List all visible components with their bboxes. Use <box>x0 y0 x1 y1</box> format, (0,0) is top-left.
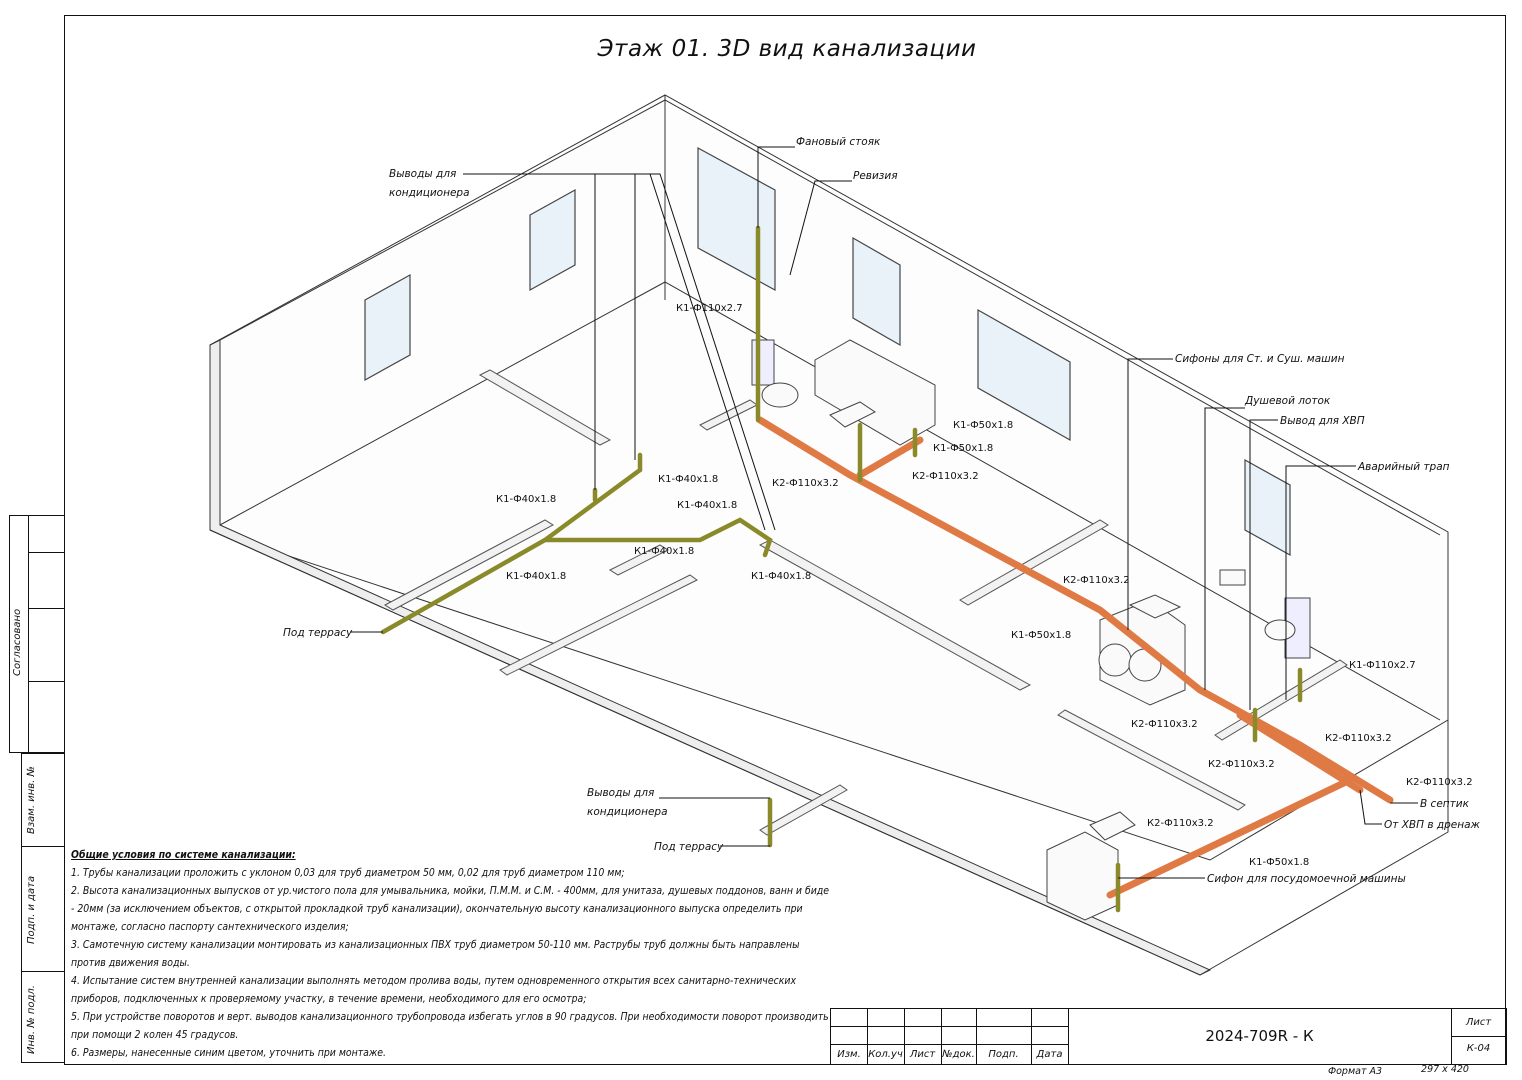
pipe-label: К1-Ф50х1.8 <box>1011 630 1071 641</box>
tb-size: 297 х 420 <box>1421 1064 1469 1075</box>
pipe-label: К1-Ф110х2.7 <box>676 303 743 314</box>
pipe-label: К1-Ф50х1.8 <box>953 420 1013 431</box>
tb-col-doc: №док. <box>942 1049 975 1060</box>
note-item: 5. При устройстве поворотов и верт. выво… <box>71 1011 829 1041</box>
k2-pipes <box>756 416 1394 899</box>
note-item: 6. Размеры, нанесенные синим цветом, уто… <box>71 1047 387 1059</box>
label-under-terrace-1: Под террасу <box>283 627 353 639</box>
stamp-sign-date: Подп. и дата <box>26 875 37 944</box>
tb-sheet-label: Лист <box>1465 1017 1492 1028</box>
side-stamp-agreed: Согласовано <box>9 515 65 753</box>
tb-col-izm: Изм. <box>837 1049 861 1060</box>
note-item: 1. Трубы канализации проложить с уклоном… <box>71 867 625 879</box>
label-dishwasher-siphon: Сифон для посудомоечной машины <box>1207 873 1406 885</box>
label-washer-siphons: Сифоны для Ст. и Суш. машин <box>1175 353 1345 365</box>
stamp-agreed-label: Согласовано <box>12 608 23 676</box>
partitions <box>384 369 1348 836</box>
general-notes: Общие условия по системе канализации: 1.… <box>71 846 831 1062</box>
label-emergency-drain: Аварийный трап <box>1357 461 1450 473</box>
label-under-terrace-2: Под террасу <box>654 841 724 853</box>
label-ac-bottom-1: Выводы для <box>587 787 654 799</box>
pipe-label: К2-Ф110х3.2 <box>1325 733 1392 744</box>
pipe-label: К1-Ф40х1.8 <box>658 474 718 485</box>
pipe-label: К1-Ф110х2.7 <box>1349 660 1416 671</box>
side-stamp-bottom: Взам. инв. № Подп. и дата Инв. № подл. <box>21 753 65 1063</box>
label-ac-bottom-2: кондиционера <box>587 806 668 818</box>
pipe-label: К2-Ф110х3.2 <box>1406 777 1473 788</box>
label-ac-top-2: кондиционера <box>389 187 470 199</box>
pipe-label: К2-Ф110х3.2 <box>772 478 839 489</box>
pipe-label: К1-Ф40х1.8 <box>496 494 556 505</box>
page-title: Этаж 01. 3D вид канализации <box>597 36 977 62</box>
label-ac-top-1: Выводы для <box>389 168 456 180</box>
title-block: Изм. Кол.уч Лист №док. Подп. Дата 2024-7… <box>830 1008 1507 1065</box>
stamp-inv-orig: Инв. № подл. <box>26 985 37 1054</box>
note-item: 2. Высота канализационных выпусков от ур… <box>71 885 830 933</box>
notes-heading: Общие условия по системе канализации: <box>71 849 296 861</box>
tb-col-date: Дата <box>1036 1049 1063 1060</box>
drawing-labels: Фановый стояк Ревизия Выводы для кондици… <box>283 136 1481 885</box>
pipe-label: К2-Ф110х3.2 <box>1208 759 1275 770</box>
pipe-label: К2-Ф110х3.2 <box>1147 818 1214 829</box>
label-from-hvp: От ХВП в дренаж <box>1384 819 1481 831</box>
pipe-label: К1-Ф50х1.8 <box>933 443 993 454</box>
pipe-label: К2-Ф110х3.2 <box>912 471 979 482</box>
tb-col-kol: Кол.уч <box>868 1049 903 1060</box>
label-fan-riser: Фановый стояк <box>796 136 881 148</box>
pipe-label: К1-Ф40х1.8 <box>677 500 737 511</box>
label-revision: Ревизия <box>853 170 898 182</box>
tb-col-list: Лист <box>909 1049 936 1060</box>
pipe-label: К1-Ф40х1.8 <box>751 571 811 582</box>
tb-code: 2024-709R - К <box>1205 1027 1314 1045</box>
pipe-label: К2-Ф110х3.2 <box>1063 575 1130 586</box>
leader-lines <box>350 146 1418 879</box>
label-to-septic: В септик <box>1420 798 1470 810</box>
tb-format: Формат А3 <box>1327 1066 1383 1077</box>
label-shower-tray: Душевой лоток <box>1244 395 1331 407</box>
note-item: 4. Испытание систем внутренней канализац… <box>71 975 796 1005</box>
tb-col-sign: Подп. <box>988 1049 1019 1060</box>
note-item: 3. Самотечную систему канализации монтир… <box>71 939 800 969</box>
pipe-label: К1-Ф50х1.8 <box>1249 857 1309 868</box>
tb-sheet-value: К-04 <box>1466 1043 1491 1054</box>
pipe-label: К2-Ф110х3.2 <box>1131 719 1198 730</box>
stamp-replaced-inv: Взам. инв. № <box>26 766 37 834</box>
label-hvp-outlet: Вывод для ХВП <box>1280 415 1365 427</box>
pipe-label: К1-Ф40х1.8 <box>506 571 566 582</box>
pipe-label: К1-Ф40х1.8 <box>634 546 694 557</box>
k1-pipes <box>380 225 1303 913</box>
pipe-size-labels: К1-Ф110х2.7 К1-Ф50х1.8 К1-Ф50х1.8 К2-Ф11… <box>496 303 1473 868</box>
